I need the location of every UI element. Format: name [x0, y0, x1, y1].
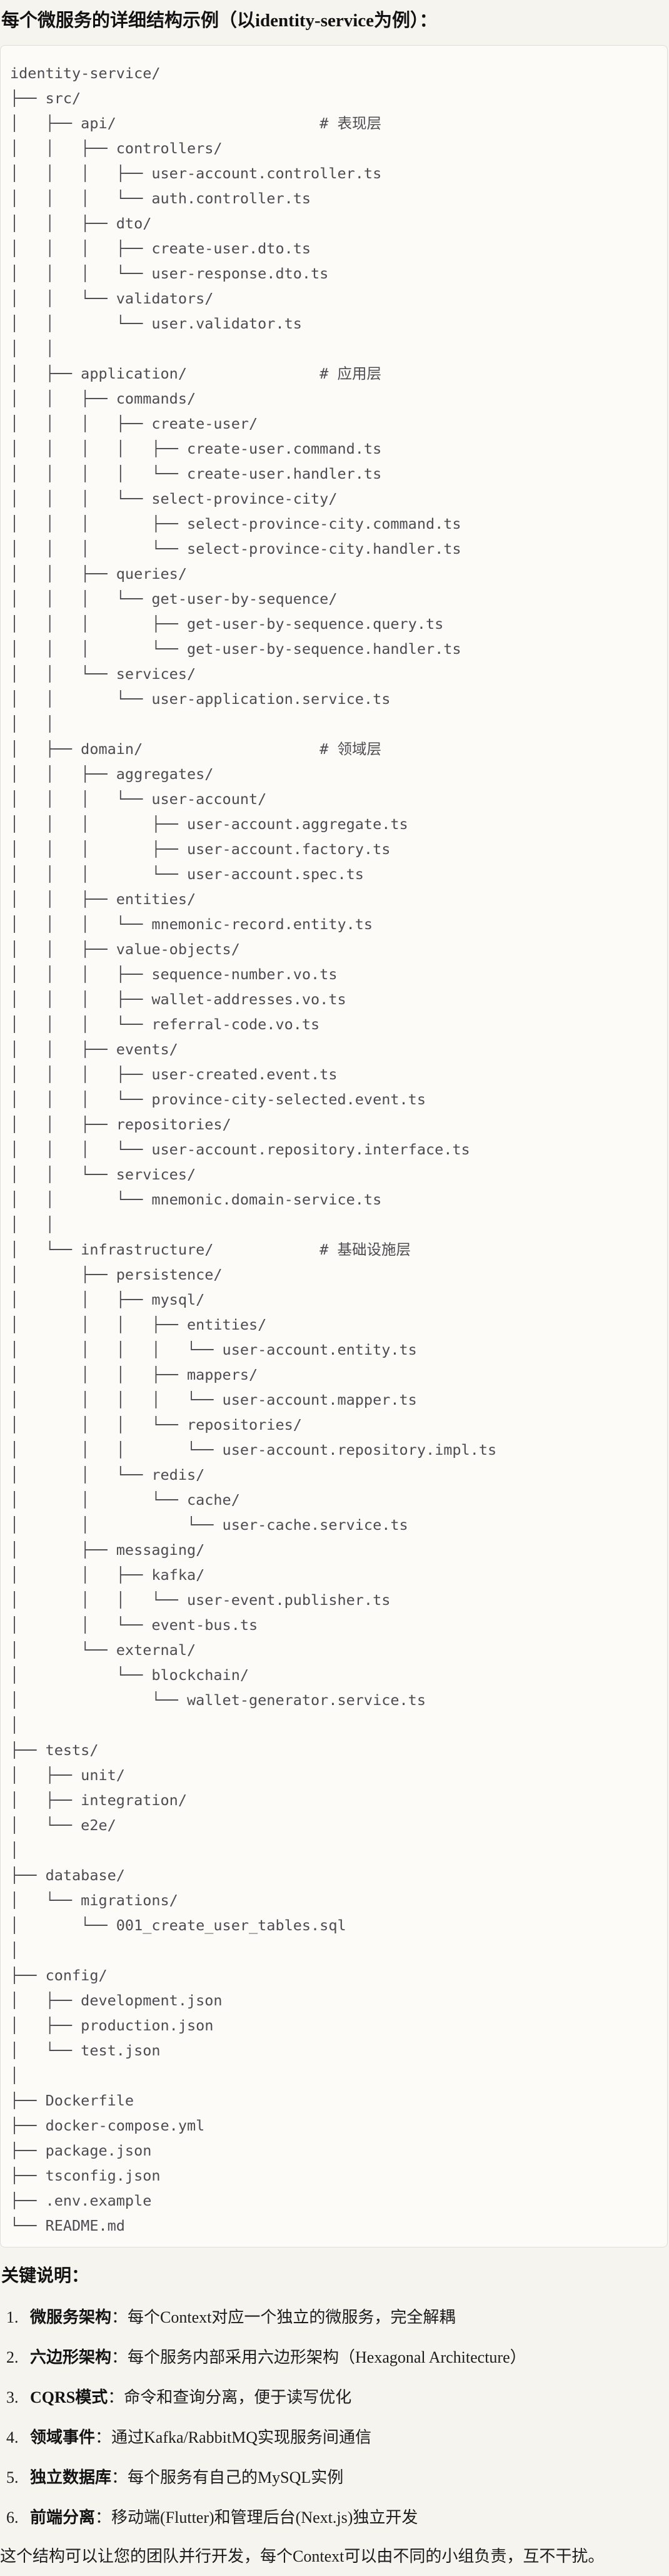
- note-item: 4. 领域事件：通过Kafka/RabbitMQ实现服务间通信: [0, 2426, 669, 2449]
- note-text: ：通过Kafka/RabbitMQ实现服务间通信: [95, 2428, 371, 2446]
- note-number: 3.: [6, 2388, 19, 2406]
- note-number: 5.: [6, 2468, 19, 2487]
- note-text: ：每个服务有自己的MySQL实例: [111, 2468, 344, 2487]
- note-number: 1.: [6, 2308, 19, 2326]
- note-label: 六边形架构: [30, 2348, 112, 2366]
- note-label: 微服务架构: [30, 2308, 112, 2326]
- note-text: ：命令和查询分离，便于读写优化: [108, 2388, 352, 2406]
- note-text: ：每个Context对应一个独立的微服务，完全解耦: [111, 2308, 456, 2326]
- note-item: 1. 微服务架构：每个Context对应一个独立的微服务，完全解耦: [0, 2306, 669, 2329]
- note-label: 独立数据库: [30, 2468, 112, 2487]
- note-label: 前端分离: [30, 2508, 96, 2527]
- note-label: CQRS模式: [30, 2388, 108, 2406]
- note-number: 6.: [6, 2508, 19, 2527]
- note-label: 领域事件: [30, 2428, 96, 2446]
- notes-heading: 关键说明：: [1, 2266, 89, 2286]
- note-item: 6. 前端分离：移动端(Flutter)和管理后台(Next.js)独立开发: [0, 2507, 669, 2529]
- note-number: 4.: [6, 2428, 19, 2446]
- directory-tree-code-block: identity-service/ ├── src/ │ ├── api/ # …: [0, 45, 668, 2248]
- note-text: ：移动端(Flutter)和管理后台(Next.js)独立开发: [95, 2508, 418, 2527]
- note-item: 2. 六边形架构：每个服务内部采用六边形架构（Hexagonal Architec…: [0, 2346, 669, 2369]
- note-number: 2.: [6, 2348, 19, 2366]
- note-item: 5. 独立数据库：每个服务有自己的MySQL实例: [0, 2467, 669, 2489]
- note-item: 3. CQRS模式：命令和查询分离，便于读写优化: [0, 2386, 669, 2409]
- closing-paragraph: 这个结构可以让您的团队并行开发，每个Context可以由不同的小组负责，互不干扰…: [0, 2547, 605, 2565]
- note-text: ：每个服务内部采用六边形架构（Hexagonal Architecture）: [111, 2348, 526, 2366]
- page-title: 每个微服务的详细结构示例（以identity-service为例）：: [1, 11, 438, 31]
- directory-tree-text: identity-service/ ├── src/ │ ├── api/ # …: [10, 64, 497, 2234]
